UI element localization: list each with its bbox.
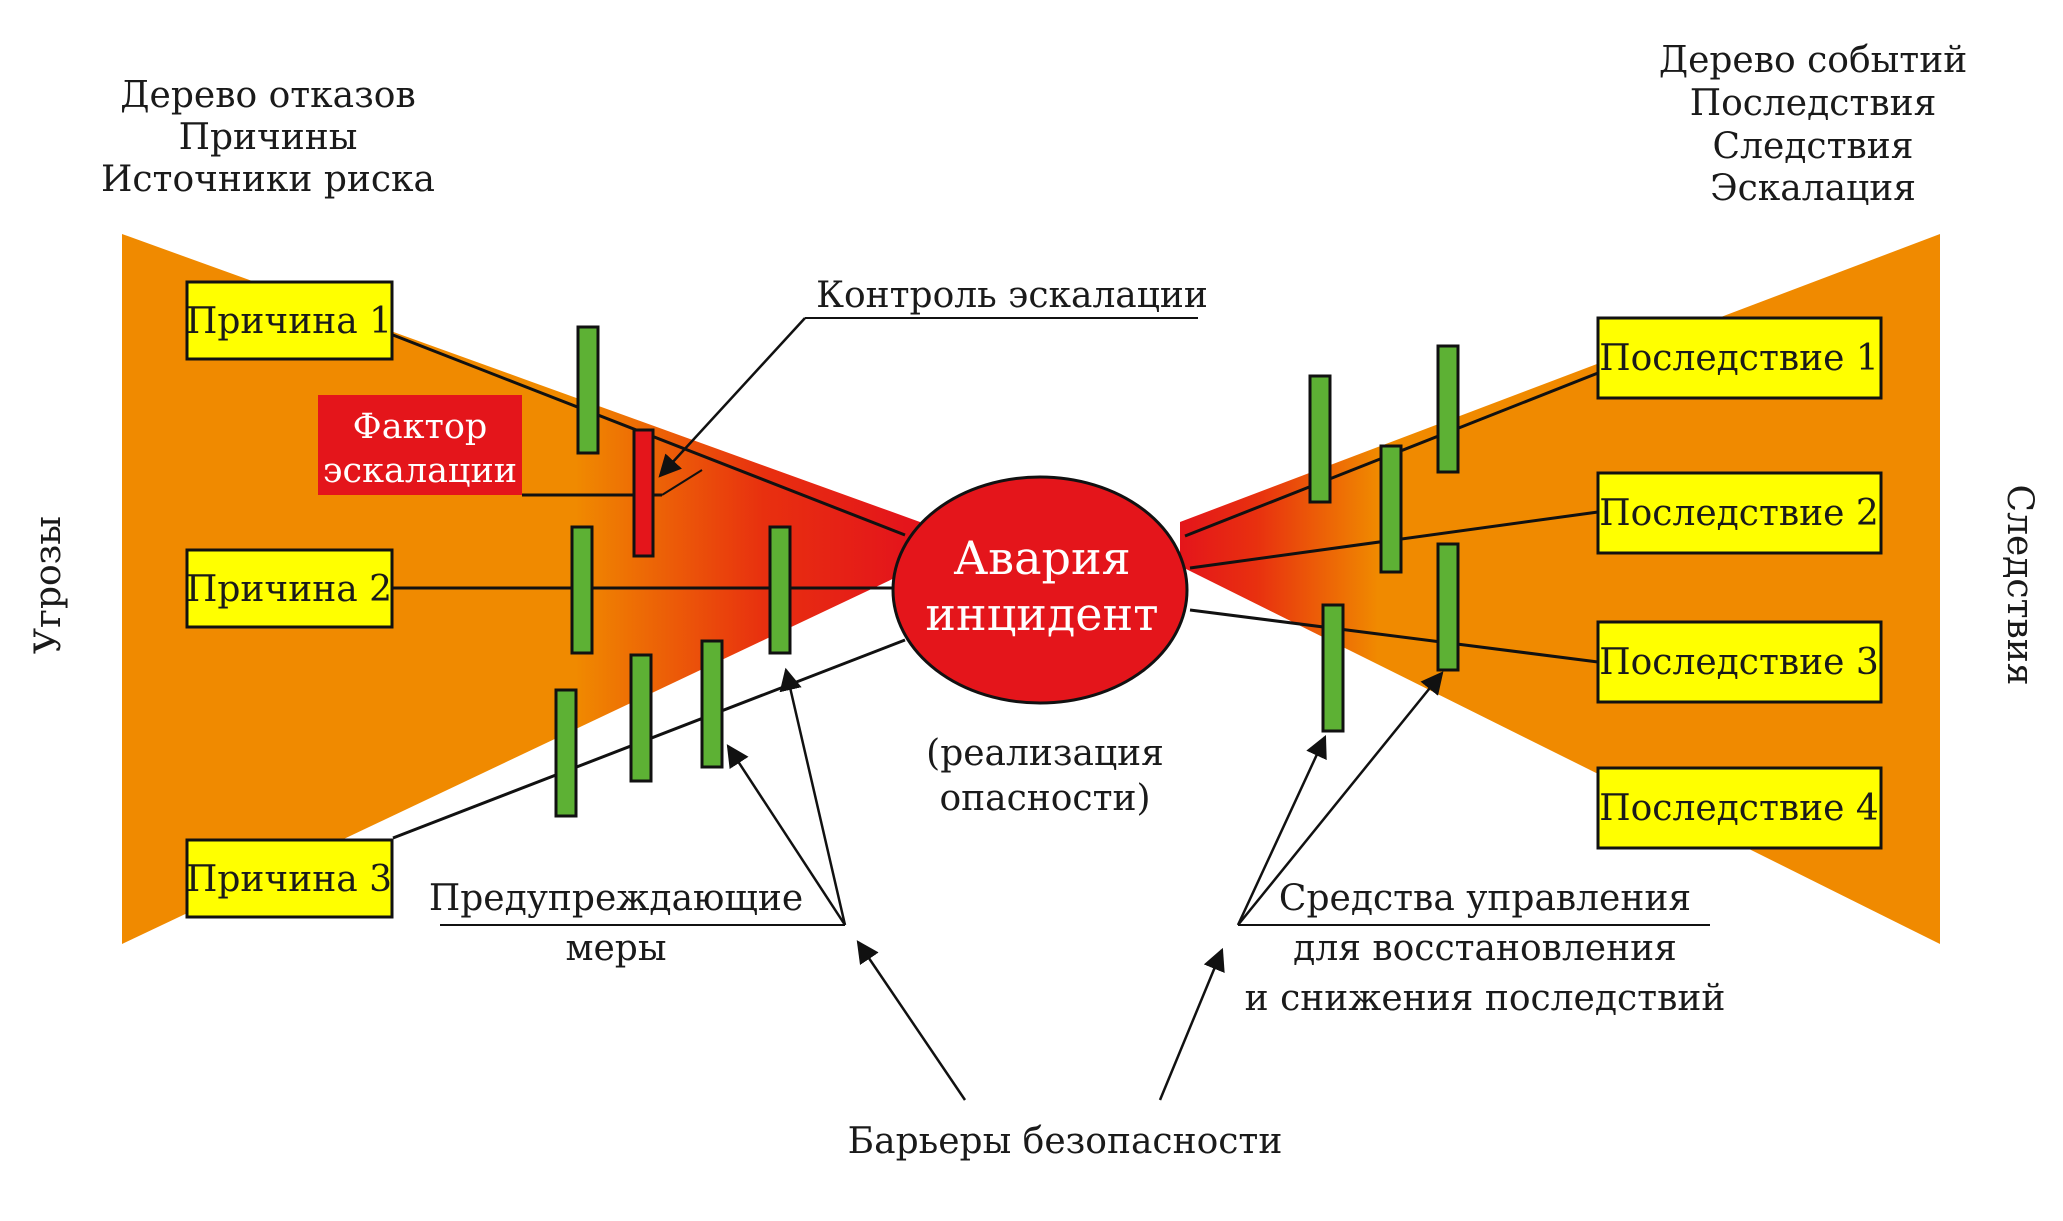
left-header-line3: Источники риска — [101, 159, 435, 200]
barrier — [1308, 374, 1332, 504]
central-event-line2: инцидент — [925, 587, 1158, 641]
mitigation-label-line3: и снижения последствий — [1245, 978, 1726, 1019]
consequence-box-4 — [1596, 766, 1883, 850]
right-header-line1: Дерево событий — [1659, 40, 1967, 81]
safety-barriers-label: Барьеры безопасности — [848, 1121, 1283, 1162]
cause-box-1 — [185, 280, 394, 361]
right-header-line2: Последствия — [1690, 83, 1937, 124]
barrier — [768, 525, 792, 655]
consequence-label-2: Последствие 2 — [1599, 493, 1879, 534]
safety-barriers-arrow-left — [856, 940, 967, 1101]
right-header-line4: Эскалация — [1710, 168, 1916, 209]
barrier — [554, 688, 578, 818]
cause-box-3 — [185, 838, 394, 919]
threats-side-label: Угрозы — [28, 516, 69, 654]
consequence-box-1 — [1596, 316, 1883, 400]
consequence-box-3 — [1596, 620, 1883, 704]
barrier — [576, 325, 600, 455]
barrier — [1321, 603, 1345, 733]
preventive-arrow — [779, 667, 847, 926]
cause-label-1: Причина 1 — [186, 301, 392, 342]
safety-barriers-arrow-right — [1158, 947, 1225, 1101]
central-event-line1: Авария — [953, 531, 1130, 585]
mitigation-label-line2: для восстановления — [1293, 928, 1677, 969]
consequence-label-3: Последствие 3 — [1599, 642, 1879, 683]
barrier — [700, 639, 724, 769]
barrier — [1436, 542, 1460, 672]
escalation-factor-box — [318, 395, 522, 495]
consequence-label-1: Последствие 1 — [1599, 338, 1879, 379]
center-note-line2: опасности) — [939, 778, 1150, 819]
consequences-side-label: Следствия — [1999, 485, 2040, 686]
preventive-arrow — [726, 744, 847, 926]
cause-label-2: Причина 2 — [186, 569, 392, 610]
mitigation-arrow — [1236, 734, 1327, 926]
escalation-control-tick — [661, 469, 703, 496]
cause-label-3: Причина 3 — [186, 859, 392, 900]
consequence-box-2 — [1596, 471, 1883, 555]
escalation-factor-line2: эскалации — [323, 451, 517, 491]
mitigation-arrow — [1237, 671, 1444, 926]
barrier — [629, 653, 653, 783]
mitigation-label-line1: Средства управления — [1279, 878, 1691, 919]
central-event — [891, 475, 1189, 705]
barrier — [1379, 444, 1403, 574]
consequence3-line — [1189, 608, 1599, 664]
consequence-label-4: Последствие 4 — [1599, 788, 1879, 829]
escalation-control-arrow — [658, 317, 806, 478]
barrier — [570, 525, 594, 655]
preventive-label-line2: меры — [565, 928, 666, 969]
center-note-line1: (реализация — [926, 733, 1164, 774]
barrier — [1436, 344, 1460, 474]
left-header-line1: Дерево отказов — [120, 75, 415, 116]
cause-box-2 — [185, 548, 394, 629]
preventive-label-line1: Предупреждающие — [429, 878, 803, 919]
left-header-line2: Причины — [179, 117, 358, 158]
escalation-factor-line1: Фактор — [353, 407, 488, 447]
escalation-barrier — [632, 428, 655, 558]
escalation-control-label: Контроль эскалации — [816, 275, 1208, 316]
right-header-line3: Следствия — [1713, 126, 1914, 167]
